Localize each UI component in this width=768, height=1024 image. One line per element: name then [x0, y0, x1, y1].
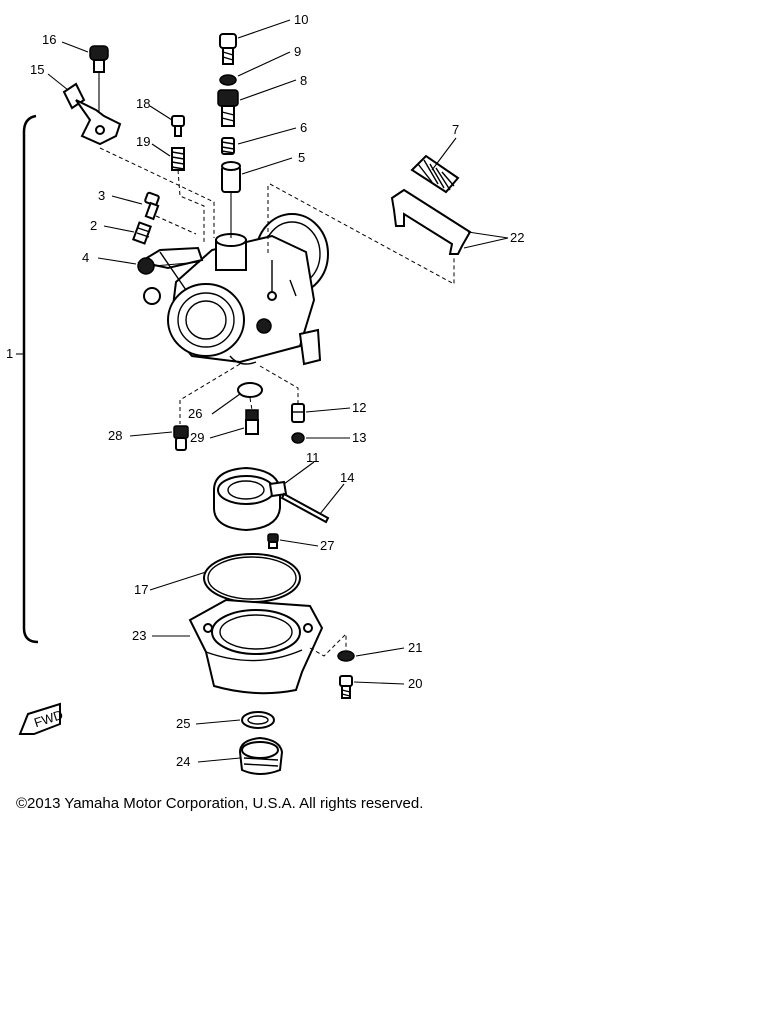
callout-15: 15: [30, 62, 44, 77]
part-11-float: [213, 466, 288, 532]
part-7-spring: [410, 154, 460, 194]
callout-19: 19: [136, 134, 150, 149]
carburetor-exploded-diagram: 1 2 3 4 5 6 7 8 9 10 11 12 13 14 15 16 1…: [6, 12, 524, 775]
part-4-adjuster: [137, 257, 201, 275]
part-27-screw: [267, 533, 279, 549]
part-14-pin: [280, 492, 330, 524]
callout-14: 14: [340, 470, 354, 485]
callout-9: 9: [294, 44, 301, 59]
part-6-spring: [221, 137, 235, 155]
callout-29: 29: [190, 430, 204, 445]
part-28-screw: [173, 425, 189, 451]
callout-4: 4: [82, 250, 89, 265]
part-22-clip: [390, 188, 472, 255]
callout-6: 6: [300, 120, 307, 135]
part-13-nut: [291, 432, 305, 444]
part-20-screw: [339, 675, 353, 699]
part-12-jet: [291, 403, 305, 423]
part-19-spring: [171, 147, 185, 171]
callout-22: 22: [510, 230, 524, 245]
callout-13: 13: [352, 430, 366, 445]
part-15-bracket: [62, 82, 122, 146]
callout-17: 17: [134, 582, 148, 597]
callouts: 1 2 3 4 5 6 7 8 9 10 11 12 13 14 15 16 1…: [6, 12, 524, 769]
fwd-direction-marker: FWD: [18, 702, 65, 735]
part-21-washer: [337, 650, 355, 662]
callout-16: 16: [42, 32, 56, 47]
callout-27: 27: [320, 538, 334, 553]
part-10-screw: [219, 33, 237, 65]
callout-8: 8: [300, 73, 307, 88]
part-5-slide: [221, 161, 241, 238]
part-8-fitting: [217, 89, 239, 127]
callout-25: 25: [176, 716, 190, 731]
callout-28: 28: [108, 428, 122, 443]
callout-18: 18: [136, 96, 150, 111]
part-17-gasket: [203, 553, 301, 603]
callout-11: 11: [306, 450, 320, 465]
callout-21: 21: [408, 640, 422, 655]
callout-2: 2: [90, 218, 97, 233]
callout-26: 26: [188, 406, 202, 421]
carburetor-body: [137, 213, 329, 366]
part-29-jet: [245, 409, 259, 435]
part-2-spring: [132, 221, 152, 245]
part-25-oring: [241, 711, 275, 729]
callout-24: 24: [176, 754, 190, 769]
assembly-lines: [99, 147, 455, 657]
part-9-washer: [219, 74, 237, 86]
copyright-notice: ©2013 Yamaha Motor Corporation, U.S.A. A…: [16, 795, 424, 812]
callout-3: 3: [98, 188, 105, 203]
leader-lines: [47, 19, 509, 763]
callout-20: 20: [408, 676, 422, 691]
part-3-screw: [144, 191, 160, 221]
part-24-drain-plug: [238, 736, 284, 775]
callout-12: 12: [352, 400, 366, 415]
part-23-float-bowl: [188, 598, 324, 695]
part-26-washer: [237, 382, 263, 398]
callout-23: 23: [132, 628, 146, 643]
part-18-screw: [171, 115, 185, 137]
assembly-bracket: [22, 114, 39, 644]
callout-10: 10: [294, 12, 308, 27]
callout-7: 7: [452, 122, 459, 137]
callout-5: 5: [298, 150, 305, 165]
callout-1: 1: [6, 346, 13, 361]
